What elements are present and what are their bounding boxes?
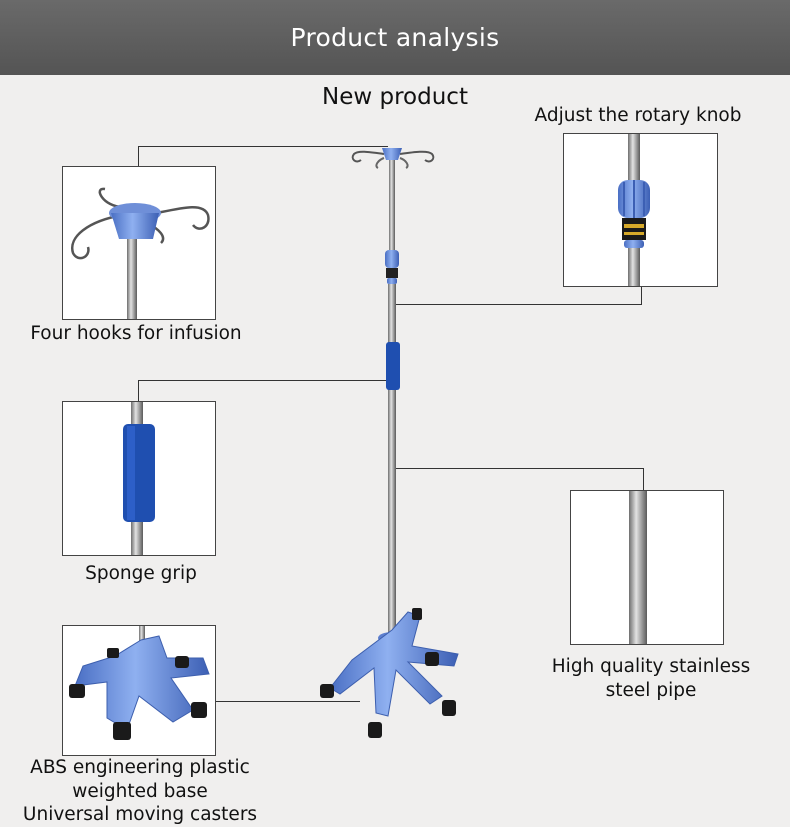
photo-pipe xyxy=(570,490,724,645)
label-base-line3: Universal moving casters xyxy=(22,804,258,825)
photo-grip xyxy=(62,401,216,556)
connector-hooks xyxy=(138,146,388,147)
connector-pipe-drop xyxy=(643,468,644,490)
photo-knob xyxy=(563,133,718,287)
iv-pole-illustration xyxy=(320,148,459,738)
connector-hooks-drop xyxy=(138,146,139,166)
photo-hooks xyxy=(62,166,216,320)
label-grip: Sponge grip xyxy=(85,563,197,584)
connector-grip xyxy=(138,380,388,381)
label-base-line2: weighted base xyxy=(72,781,208,802)
connector-base xyxy=(216,701,360,702)
connector-grip-drop xyxy=(138,380,139,402)
photo-base xyxy=(62,625,216,756)
label-pipe-line2: steel pipe xyxy=(605,680,697,701)
page-title: Product analysis xyxy=(290,23,500,52)
connector-knob-rise xyxy=(641,286,642,305)
header-banner: Product analysis xyxy=(0,0,790,75)
label-pipe-line1: High quality stainless xyxy=(551,656,751,677)
connector-knob xyxy=(396,304,641,305)
product-subtitle: New product xyxy=(322,84,468,110)
label-knob: Adjust the rotary knob xyxy=(534,105,742,126)
label-base-line1: ABS engineering plastic xyxy=(30,757,250,778)
connector-pipe xyxy=(396,468,643,469)
label-hooks: Four hooks for infusion xyxy=(30,323,242,344)
